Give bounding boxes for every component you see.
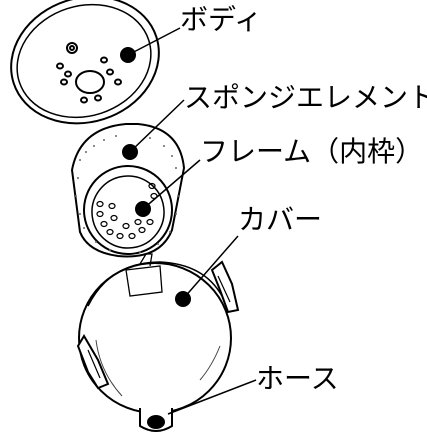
- frame-label: フレーム（内枠）: [200, 135, 424, 168]
- sponge-element-part: [70, 123, 186, 258]
- cover-part: [76, 253, 240, 432]
- sponge-leader-line: [129, 99, 185, 153]
- sponge-element-label: スポンジエレメント: [184, 81, 427, 114]
- body-part: [10, 0, 160, 125]
- cover-label: カバー: [238, 203, 323, 236]
- body-leader-line: [127, 27, 181, 56]
- cover-shading: [95, 339, 221, 397]
- hose-leader-line: [167, 379, 257, 415]
- cover-leader-line: [182, 235, 239, 300]
- body-label: ボディ: [180, 3, 263, 36]
- sponge-texture: [75, 135, 179, 253]
- frame-holes: [96, 182, 158, 240]
- hose-label: ホース: [256, 362, 339, 395]
- frame-leader-line: [142, 159, 201, 210]
